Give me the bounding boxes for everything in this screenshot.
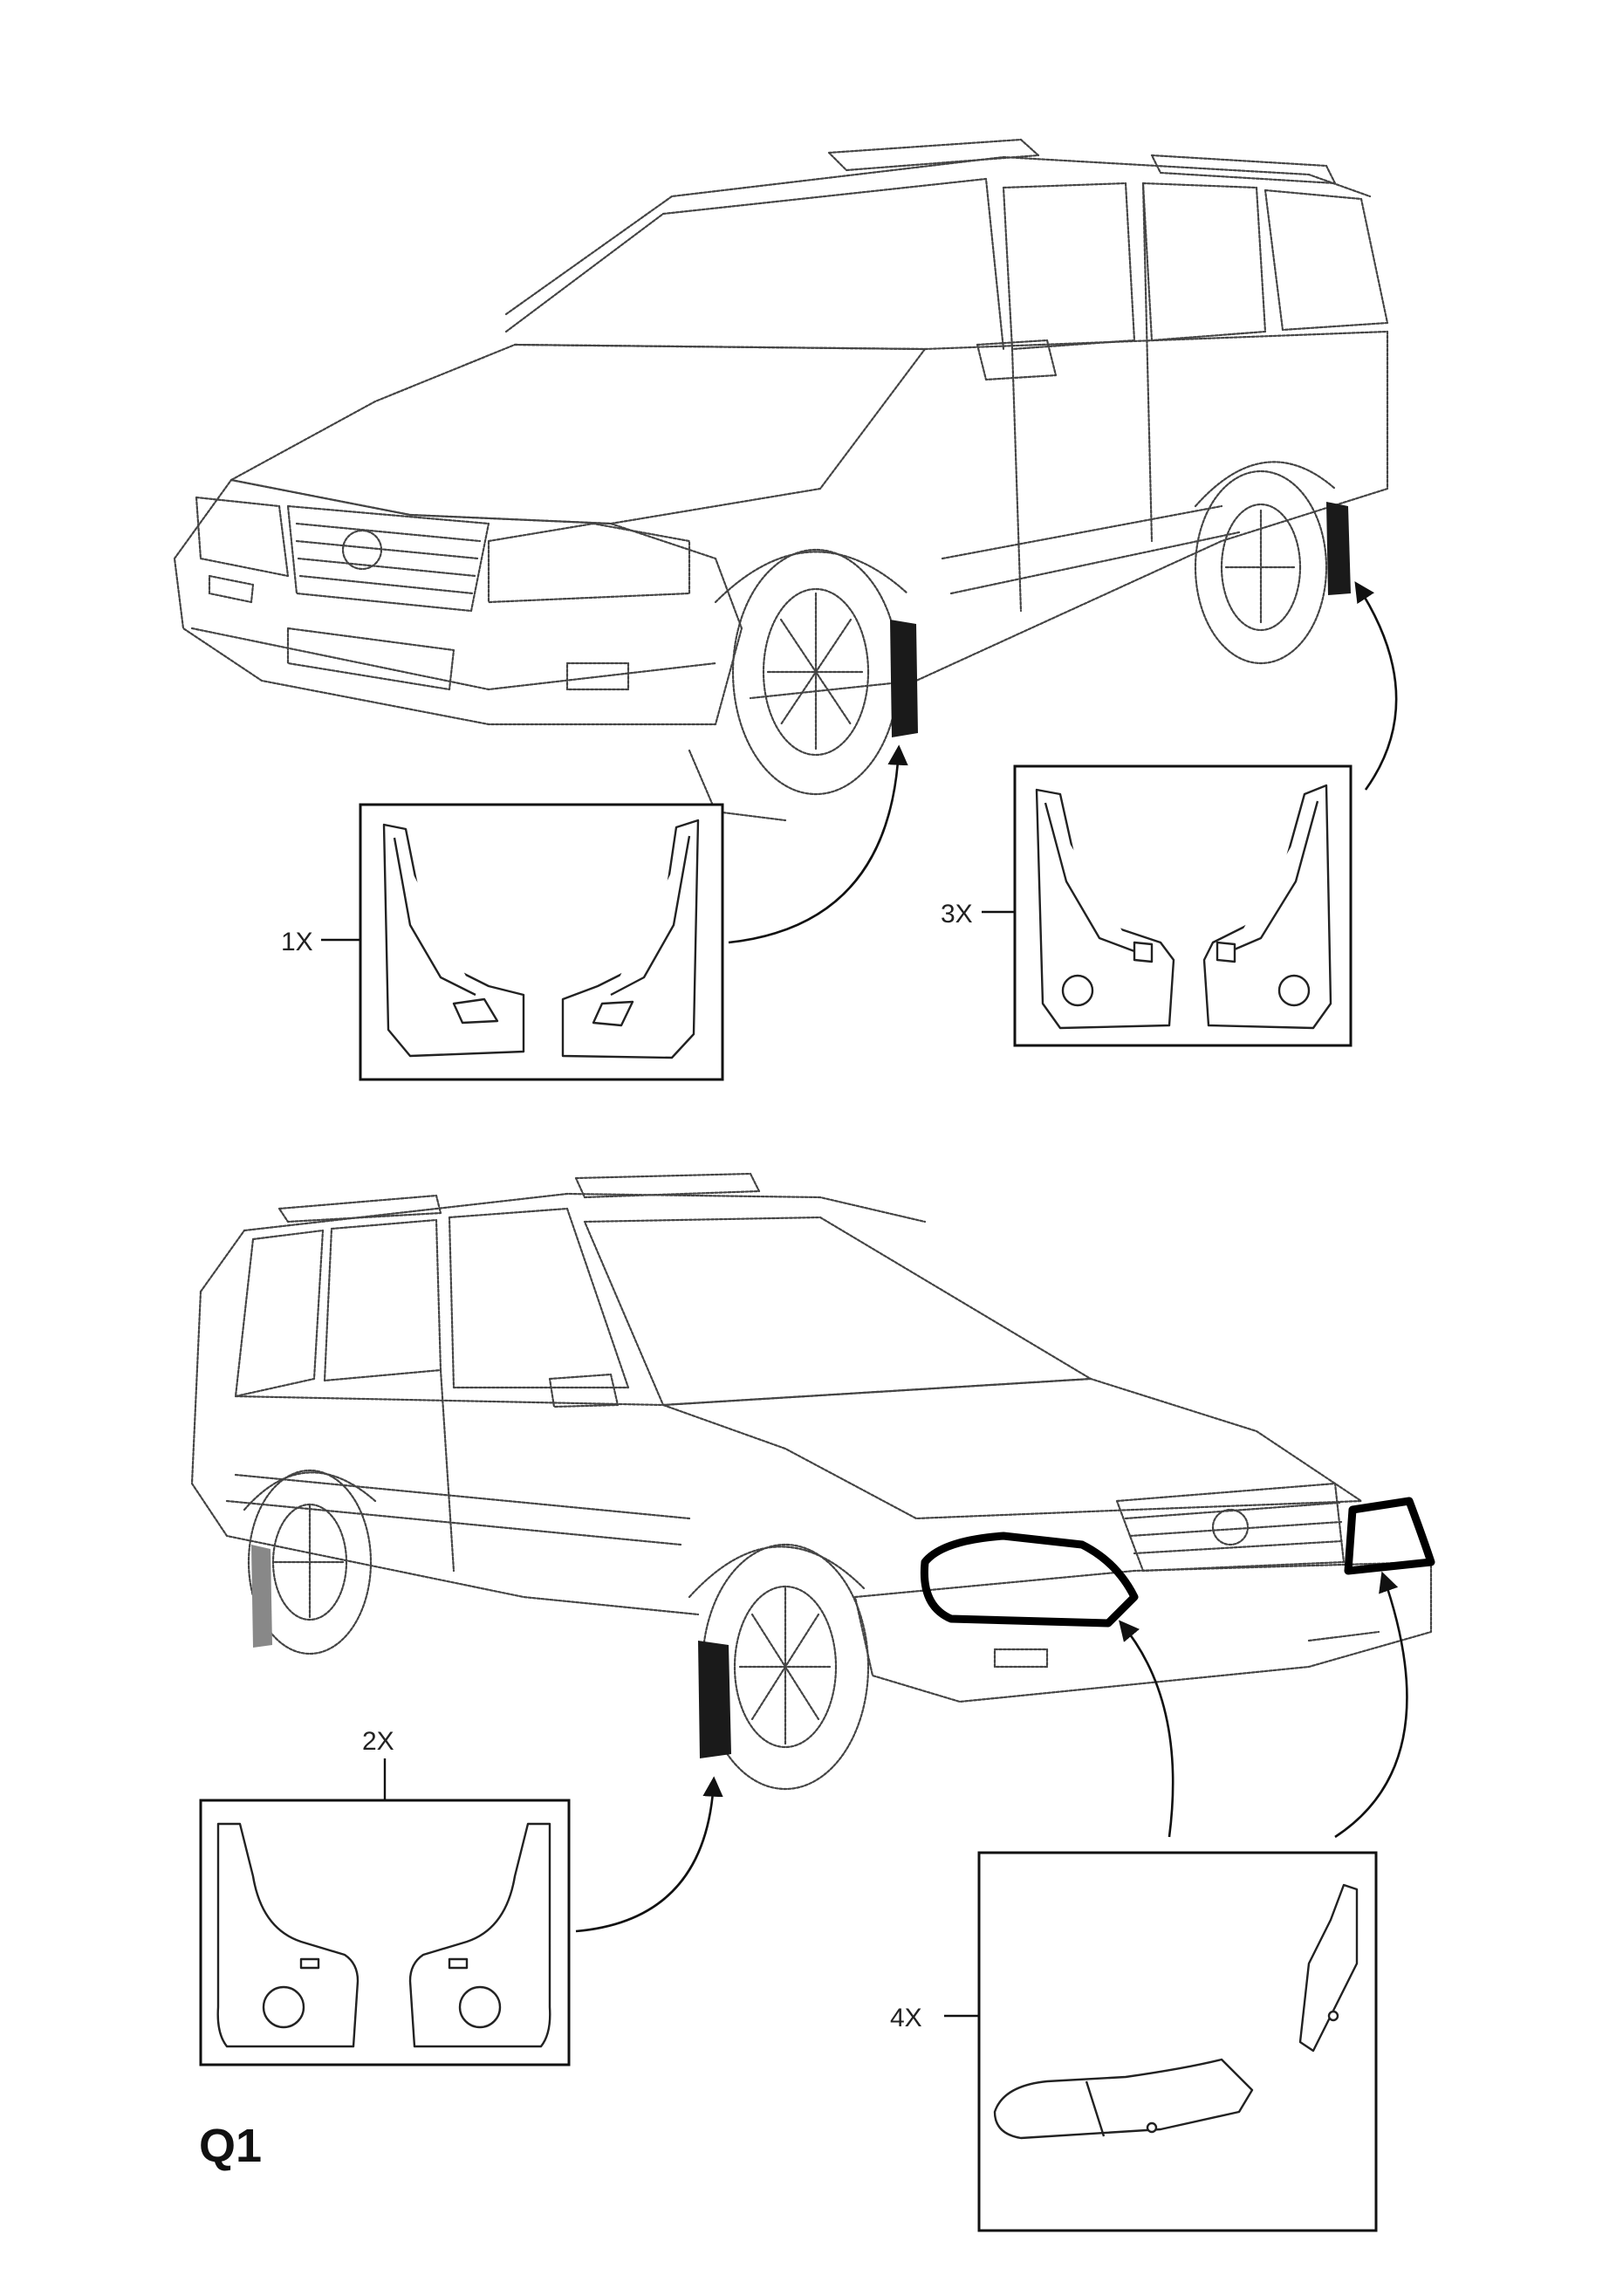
- page-code: Q1: [199, 2120, 262, 2172]
- bottom-vehicle-illustration: [190, 1172, 1435, 1791]
- callout-front-mudflaps-logo: 2X: [199, 1727, 571, 2066]
- callout-label: 3X: [941, 900, 973, 929]
- callout-label: 4X: [890, 2004, 922, 2032]
- callout-headlamp-protectors: 4X: [890, 1851, 1378, 2232]
- arrow-front-mudflap-logo: [575, 1776, 723, 1933]
- callout-front-mudflaps: 1X: [281, 803, 724, 1081]
- callout-rear-mudflaps-logo: 3X: [941, 764, 1352, 1047]
- callout-label: 2X: [362, 1727, 394, 1756]
- arrow-right-headlamp: [1334, 1571, 1408, 1839]
- arrow-left-headlamp: [1119, 1620, 1174, 1838]
- callout-label: 1X: [281, 928, 313, 956]
- arrow-rear-mudflap: [1354, 581, 1398, 791]
- top-vehicle-illustration: [173, 138, 1389, 822]
- arrow-front-mudflap: [728, 744, 908, 944]
